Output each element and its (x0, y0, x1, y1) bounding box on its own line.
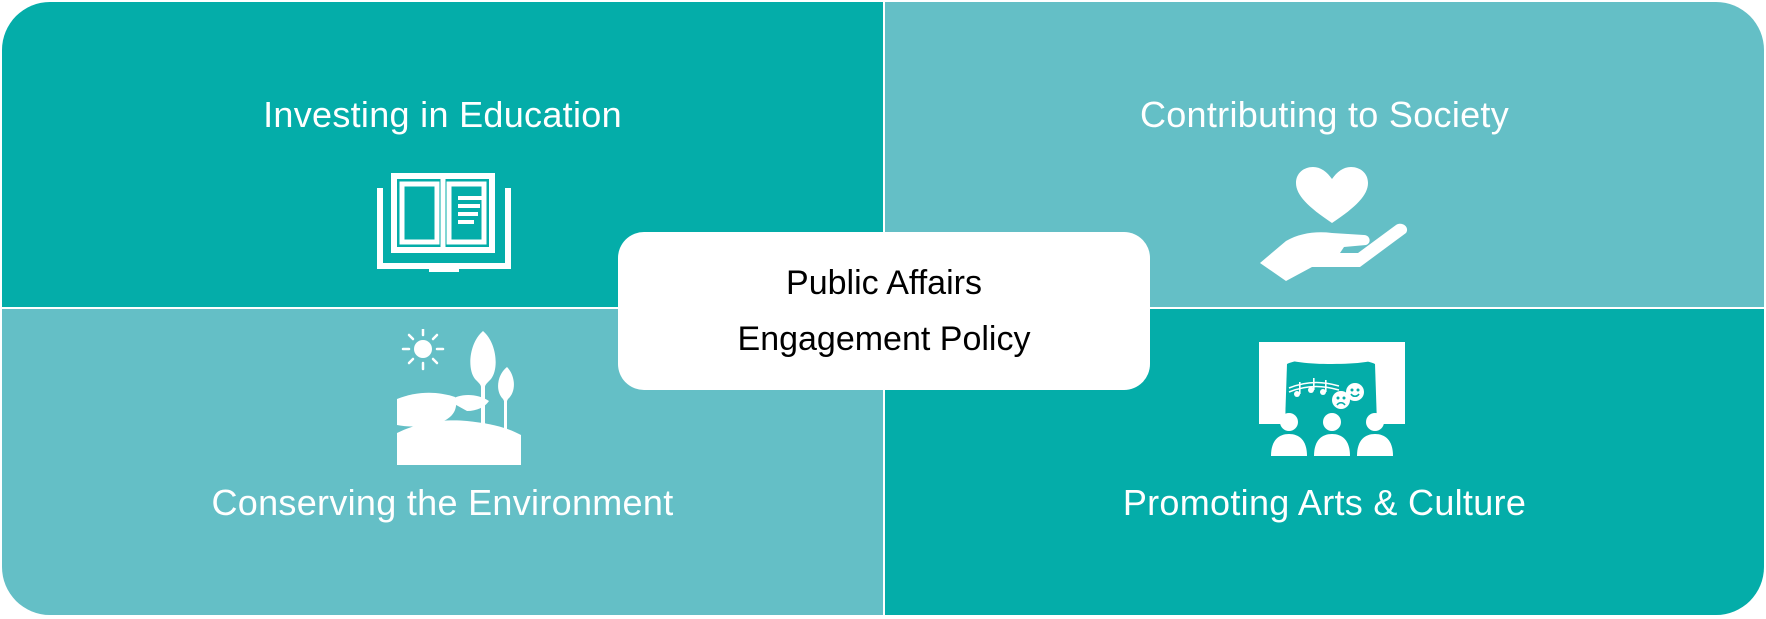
center-title-line2: Engagement Policy (737, 320, 1031, 358)
heart-in-hand-icon (1260, 167, 1408, 281)
center-title-box: Public Affairs Engagement Policy (618, 232, 1150, 390)
environment-title: Conserving the Environment (211, 482, 674, 523)
theater-icon (1259, 342, 1405, 456)
landscape-icon (397, 329, 521, 465)
arts-title: Promoting Arts & Culture (1122, 482, 1527, 523)
quadrant-education: Investing in Education (2, 2, 883, 307)
society-title: Contributing to Society (1139, 94, 1510, 135)
open-book-icon (377, 173, 511, 272)
education-title: Investing in Education (263, 94, 622, 135)
center-title-line1: Public Affairs (786, 264, 982, 302)
